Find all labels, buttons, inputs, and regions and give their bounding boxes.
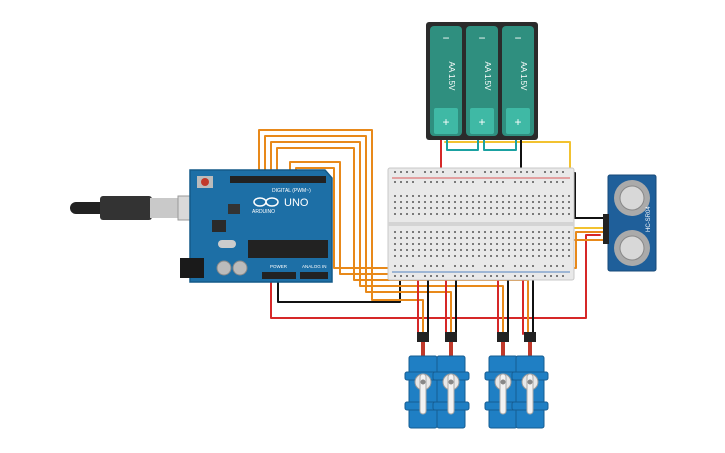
servo-4[interactable] <box>511 332 549 429</box>
header-power-label: POWER <box>270 264 288 269</box>
battery-cell-label: AA 1.5V <box>447 62 456 92</box>
reset-button[interactable] <box>201 178 209 186</box>
wire-teal-2 <box>483 139 517 151</box>
battery-plus-label: + <box>478 115 485 129</box>
battery-minus-label: − <box>478 31 485 45</box>
wire-orange-signal-4 <box>276 147 529 335</box>
wire-teal-1 <box>446 139 479 151</box>
battery-cell-2: − AA 1.5V + <box>466 26 498 136</box>
sensor-model-label: HC-SR04 <box>646 206 652 232</box>
battery-pack[interactable]: − AA 1.5V + − AA 1.5V + − AA 1.5V + <box>426 22 538 140</box>
arduino-uno-board[interactable]: DIGITAL (PWM~) ARDUINO UNO POWER ANALOG … <box>180 169 333 283</box>
board-brand: ARDUINO <box>252 209 275 215</box>
breadboard-holes <box>394 171 570 277</box>
servo-motors <box>404 332 549 429</box>
header-analog-label: ANALOG IN <box>302 264 327 269</box>
header-digital-label: DIGITAL (PWM~) <box>272 188 311 194</box>
ultrasonic-sensor[interactable]: HC-SR04 <box>603 174 657 272</box>
battery-cell-label: AA 1.5V <box>483 62 492 92</box>
servo-2[interactable] <box>432 332 470 429</box>
breadboard[interactable] <box>387 167 575 281</box>
battery-plus-label: + <box>514 115 521 129</box>
battery-cell-3: − AA 1.5V + <box>502 26 534 136</box>
microcontroller-chip <box>248 240 328 258</box>
wire-orange-signal-1 <box>258 129 424 335</box>
battery-cell-label: AA 1.5V <box>519 62 528 92</box>
battery-minus-label: − <box>442 31 449 45</box>
wire-orange-signal-2 <box>264 135 452 335</box>
wire-orange-signal-6 <box>295 167 609 269</box>
board-model: UNO <box>284 197 309 209</box>
battery-minus-label: − <box>514 31 521 45</box>
analog-header <box>300 272 328 279</box>
power-header <box>262 272 296 279</box>
wire-red-5v-loop <box>270 234 601 319</box>
wire-orange-signal-3 <box>270 141 504 335</box>
power-jack <box>180 258 204 278</box>
battery-cell-1: − AA 1.5V + <box>430 26 462 136</box>
usb-cable <box>70 195 207 221</box>
servo-1[interactable] <box>404 332 442 429</box>
digital-header <box>230 176 326 183</box>
battery-plus-label: + <box>442 115 449 129</box>
arduino-logo <box>253 197 279 207</box>
